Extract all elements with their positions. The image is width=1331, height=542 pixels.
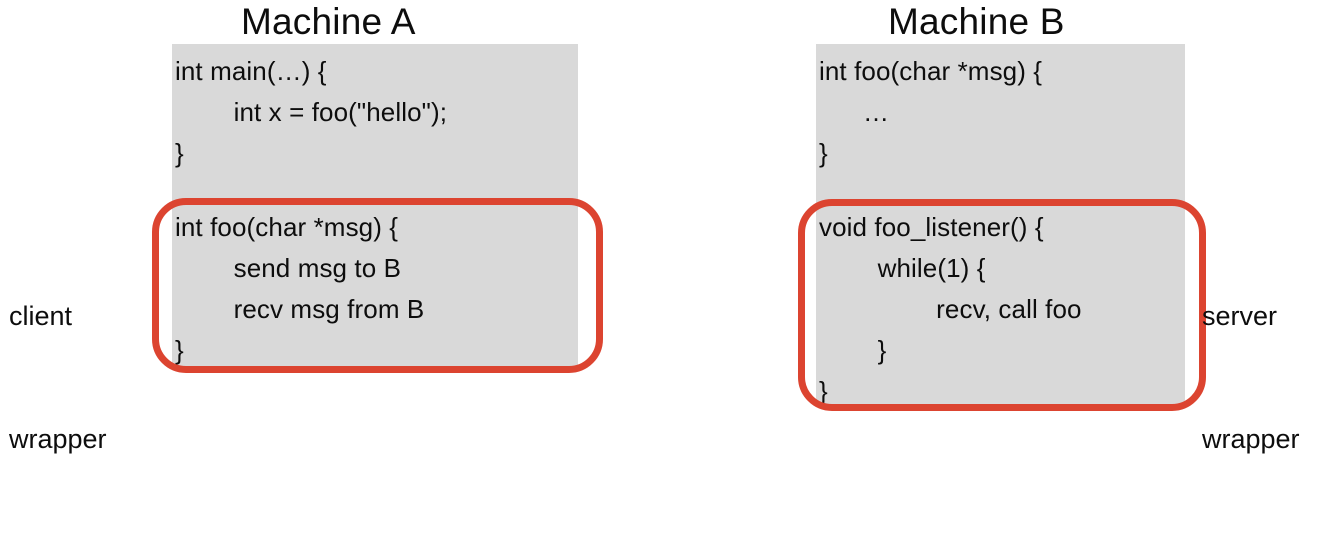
code-line: void foo_listener() {	[819, 212, 1044, 242]
code-line: recv msg from B	[175, 294, 425, 324]
code-line: }	[175, 138, 184, 168]
code-line: recv, call foo	[819, 294, 1082, 324]
code-line: }	[819, 138, 828, 168]
code-line: int x = foo("hello");	[175, 97, 448, 127]
server-wrapper-annotation: server wrapper	[1202, 214, 1300, 542]
code-line: }	[819, 376, 828, 406]
code-line: int foo(char *msg) {	[175, 212, 399, 242]
machine-b-main-code-block: int foo(char *msg) { … }	[816, 44, 1185, 184]
code-line: send msg to B	[175, 253, 402, 283]
code-line: }	[819, 335, 887, 365]
code-lines: int foo(char *msg) { send msg to B recv …	[172, 184, 578, 368]
machine-a-title: Machine A	[241, 1, 416, 42]
code-lines: void foo_listener() { while(1) { recv, c…	[816, 184, 1185, 406]
code-line: }	[175, 335, 184, 365]
machine-b-title: Machine B	[888, 1, 1065, 42]
code-line: while(1) {	[819, 253, 986, 283]
code-lines: int foo(char *msg) { … }	[816, 44, 1185, 184]
rpc-wrapper-diagram: Machine A int main(…) { int x = foo("hel…	[9, 1, 1300, 454]
code-line: int main(…) {	[175, 56, 327, 86]
code-line: …	[819, 97, 890, 127]
machine-a-main-code-block: int main(…) { int x = foo("hello"); }	[172, 44, 578, 184]
machine-b-server-wrapper-code-block: void foo_listener() { while(1) { recv, c…	[816, 184, 1185, 406]
client-wrapper-annotation-line-1: client	[9, 301, 73, 331]
client-wrapper-annotation-line-2: wrapper	[9, 424, 107, 454]
code-line: int foo(char *msg) {	[819, 56, 1043, 86]
server-wrapper-annotation-line-1: server	[1202, 301, 1278, 331]
server-wrapper-annotation-line-2: wrapper	[1202, 424, 1300, 454]
machine-a-client-wrapper-code-block: int foo(char *msg) { send msg to B recv …	[172, 184, 578, 368]
code-lines: int main(…) { int x = foo("hello"); }	[172, 44, 578, 184]
client-wrapper-annotation: client wrapper	[9, 214, 107, 542]
